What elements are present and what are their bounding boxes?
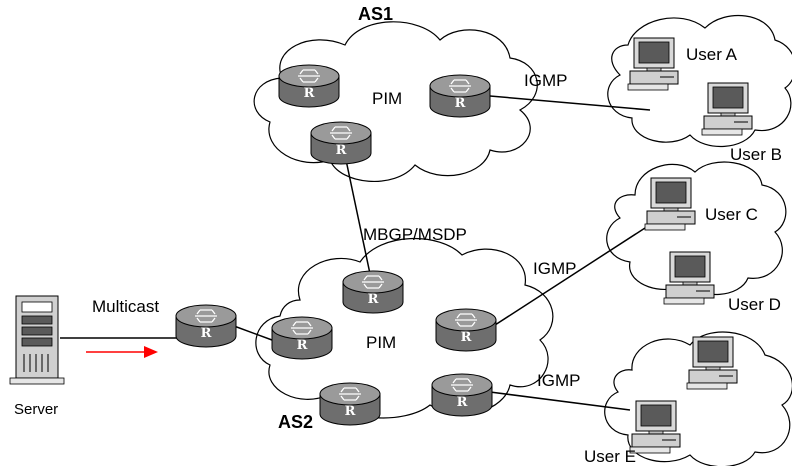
router-icon (278, 64, 340, 108)
router-icon (429, 74, 491, 118)
as2-cloud (255, 238, 554, 419)
igmp-as1-label: IGMP (524, 71, 567, 90)
link-as1-router-igmp (489, 95, 651, 111)
link-edge-to-as2 (233, 325, 273, 341)
link-as2-router-igmp-upper (494, 227, 646, 326)
multicast-label: Multicast (92, 297, 159, 316)
mbgp-msdp-label: MBGP/MSDP (363, 225, 467, 244)
server-label: Server (14, 401, 58, 418)
multicast-arrow (86, 346, 158, 358)
user-b-label: User B (730, 145, 782, 164)
user-a-label: User A (686, 45, 738, 64)
as2-label: AS2 (278, 412, 313, 432)
user-d-label: User D (728, 295, 781, 314)
igmp-as2-upper-label: IGMP (533, 259, 576, 278)
computer-icon (686, 336, 738, 390)
router-icon (319, 382, 381, 426)
pim-as1-label: PIM (372, 89, 402, 108)
pim-as2-label: PIM (366, 333, 396, 352)
user-c-label: User C (705, 205, 758, 224)
user-e-label: User E (584, 447, 636, 466)
igmp-as2-lower-label: IGMP (537, 371, 580, 390)
router-icon (310, 121, 372, 165)
computer-icon (644, 177, 696, 231)
server-icon (9, 295, 65, 385)
router-icon (431, 373, 493, 417)
computer-icon (701, 82, 753, 136)
link-msdp (345, 159, 374, 289)
as1-label: AS1 (358, 4, 393, 24)
router-icon (342, 270, 404, 314)
link-as2-router-igmp-lower (489, 391, 631, 411)
computer-icon (663, 251, 715, 305)
computer-icon (629, 400, 681, 454)
router-icon (435, 308, 497, 352)
router-icon (175, 304, 237, 348)
router-icon (271, 316, 333, 360)
computer-icon (627, 37, 679, 91)
